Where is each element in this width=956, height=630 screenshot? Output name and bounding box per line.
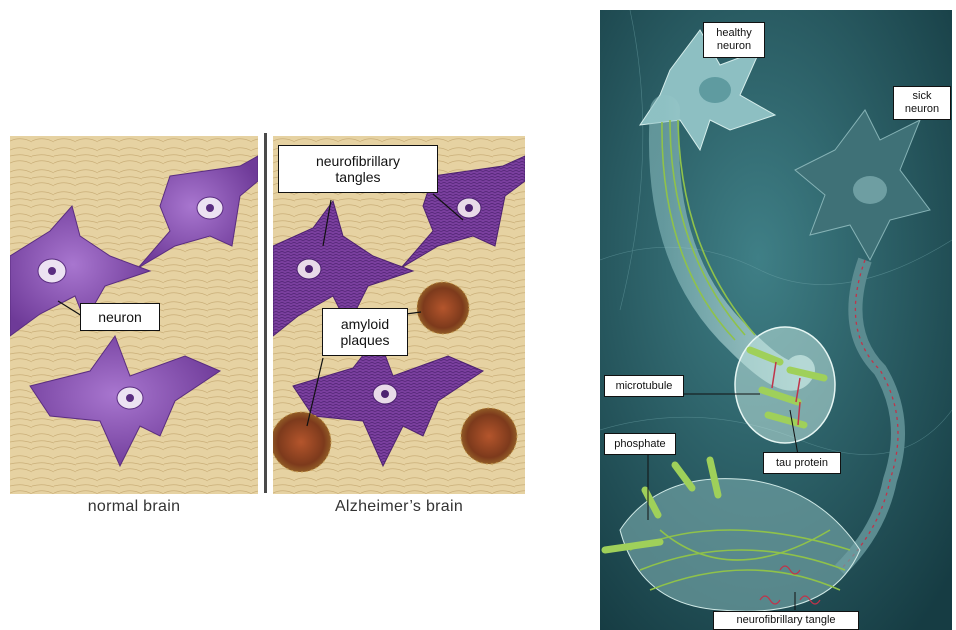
neuron-label: neuron — [80, 303, 160, 331]
amyloid-plaque — [461, 408, 517, 464]
amyloid-plaque — [417, 282, 469, 334]
phosphate-label: phosphate — [604, 433, 676, 455]
neurofibrillary-tangle-label: neurofibrillary tangle — [713, 611, 859, 630]
microtubule-label: microtubule — [604, 375, 684, 397]
normal-brain-caption: normal brain — [10, 498, 258, 516]
amyloid-plaque — [273, 412, 331, 472]
microtubule-closeup — [735, 327, 835, 443]
panel-divider — [264, 133, 267, 493]
healthy-neuron-label: healthy neuron — [703, 22, 765, 58]
tau-protein-label: tau protein — [763, 452, 841, 474]
amyloid-plaques-label: amyloid plaques — [322, 308, 408, 356]
alzheimers-brain-caption: Alzheimer’s brain — [273, 498, 525, 516]
neurofibrillary-tangles-label: neurofibrillary tangles — [278, 145, 438, 193]
sick-neuron-label: sick neuron — [893, 86, 951, 120]
